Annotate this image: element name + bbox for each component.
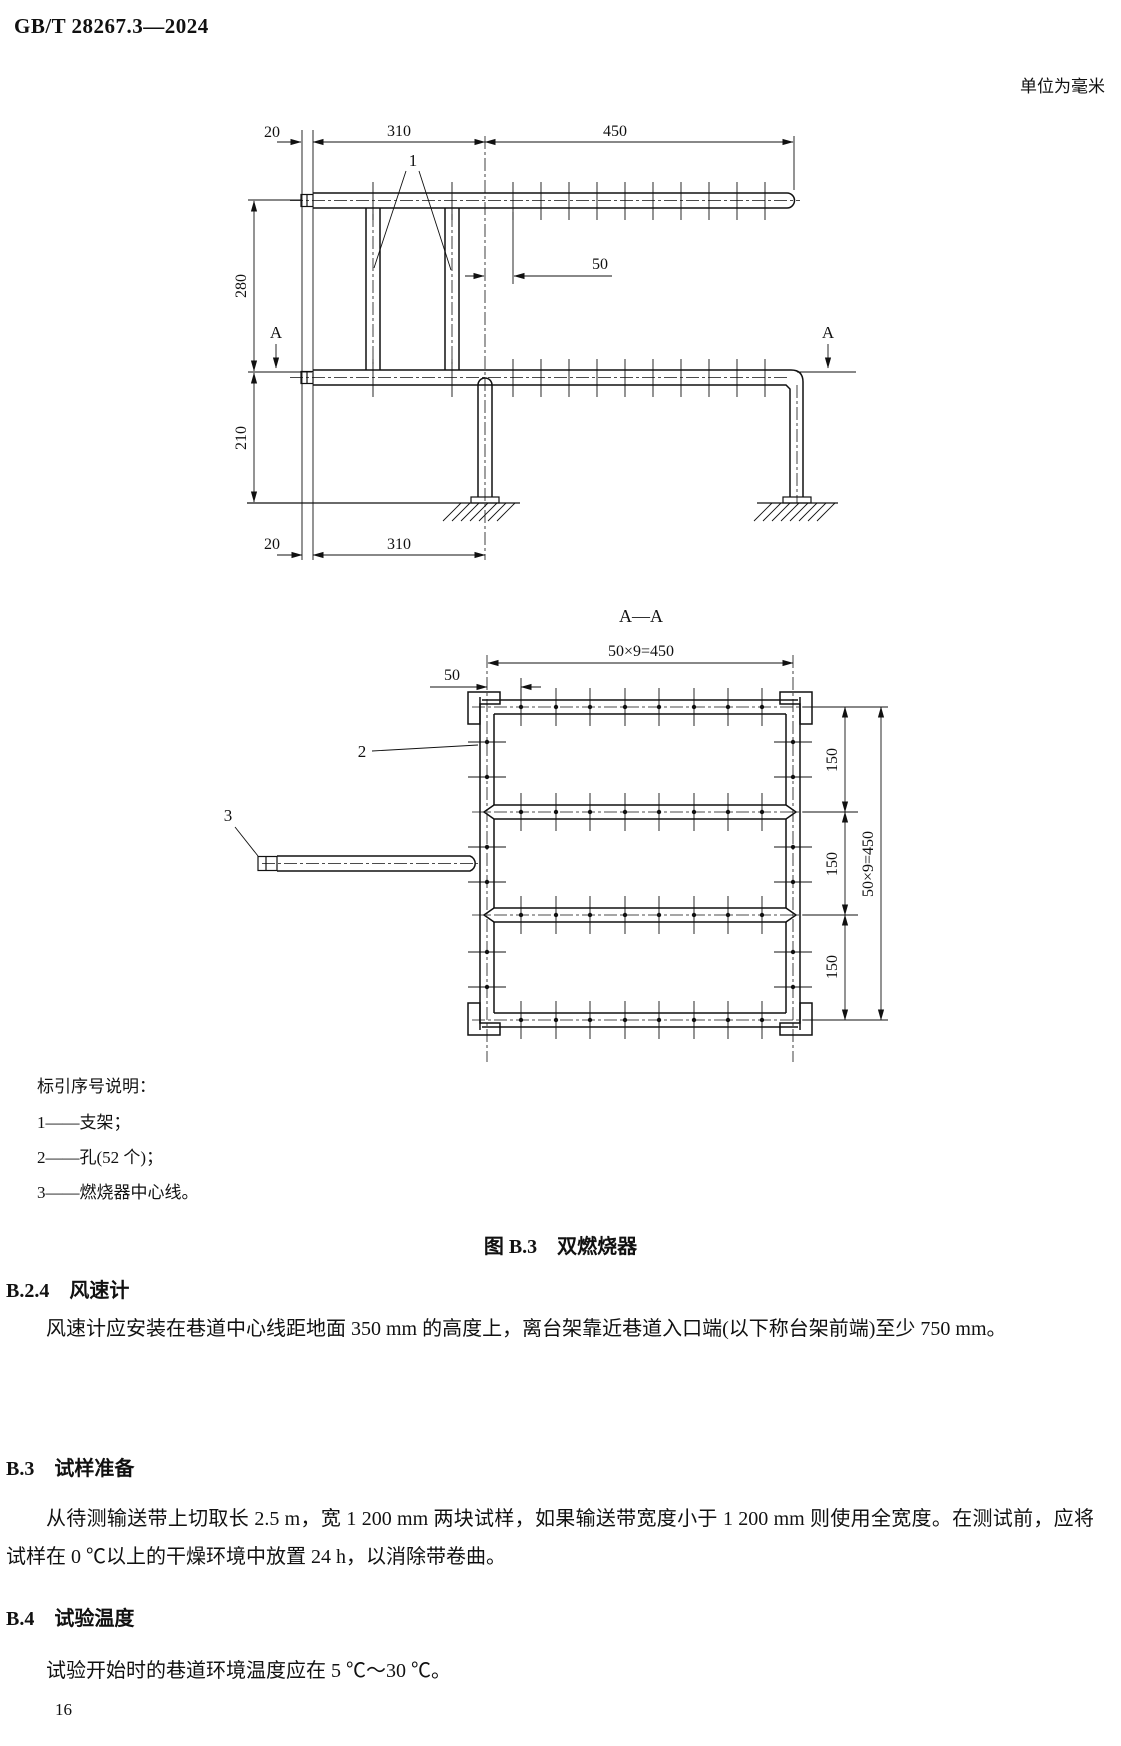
dim-280: 280 [233, 274, 250, 298]
figure-b3-drawing: 20 310 450 50 280 210 20 310 1 A A [224, 123, 888, 1062]
dim-50-front: 50 [592, 256, 608, 273]
section-letter-right: A [822, 323, 835, 342]
section-aa-view: A—A 50×9=450 50 150 150 150 50×9=450 2 3 [224, 606, 888, 1062]
heading-b24: B.2.4 风速计 [6, 1280, 130, 1302]
standard-code: GB/T 28267.3—2024 [14, 14, 209, 38]
dim-450-top: 450 [603, 123, 627, 140]
legend-title: 标引序号说明： [37, 1077, 156, 1096]
figure-caption: 图 B.3 双燃烧器 [483, 1236, 638, 1258]
dim-total-right: 50×9=450 [860, 831, 877, 897]
dim-150-1: 150 [824, 748, 841, 772]
dim-50-section: 50 [444, 667, 460, 684]
legend-item-2: 2——孔(52 个)； [37, 1148, 164, 1167]
dim-150-3: 150 [824, 955, 841, 979]
paragraph-b4: 试验开始时的巷道环境温度应在 5 ℃～30 ℃。 [46, 1660, 451, 1682]
page-number: 16 [55, 1700, 72, 1719]
dim-310-bottom: 310 [387, 536, 411, 553]
paragraph-b24: 风速计应安装在巷道中心线距地面 350 mm 的高度上，离台架靠近巷道入口端(以… [46, 1318, 1007, 1340]
dim-310-top: 310 [387, 123, 411, 140]
dim-210: 210 [233, 426, 250, 450]
heading-b3: B.3 试样准备 [6, 1458, 135, 1480]
dim-150-2: 150 [824, 852, 841, 876]
dim-20-bottom: 20 [264, 536, 280, 553]
section-letter-left: A [270, 323, 283, 342]
callout-2: 2 [358, 742, 367, 761]
dim-total-top: 50×9=450 [608, 643, 674, 660]
paragraph-b3: 从待测输送带上切取长 2.5 m，宽 1 200 mm 两块试样，如果输送带宽度… [6, 1508, 1094, 1568]
callout-1: 1 [409, 151, 418, 170]
front-view: 20 310 450 50 280 210 20 310 1 A A [233, 123, 856, 560]
legend-item-3: 3——燃烧器中心线。 [37, 1183, 199, 1202]
unit-note: 单位为毫米 [1020, 77, 1105, 96]
section-title: A—A [619, 606, 663, 626]
heading-b4: B.4 试验温度 [6, 1608, 135, 1630]
legend-item-1: 1——支架； [37, 1113, 131, 1132]
dim-20-top: 20 [264, 124, 280, 141]
callout-3: 3 [224, 806, 233, 825]
